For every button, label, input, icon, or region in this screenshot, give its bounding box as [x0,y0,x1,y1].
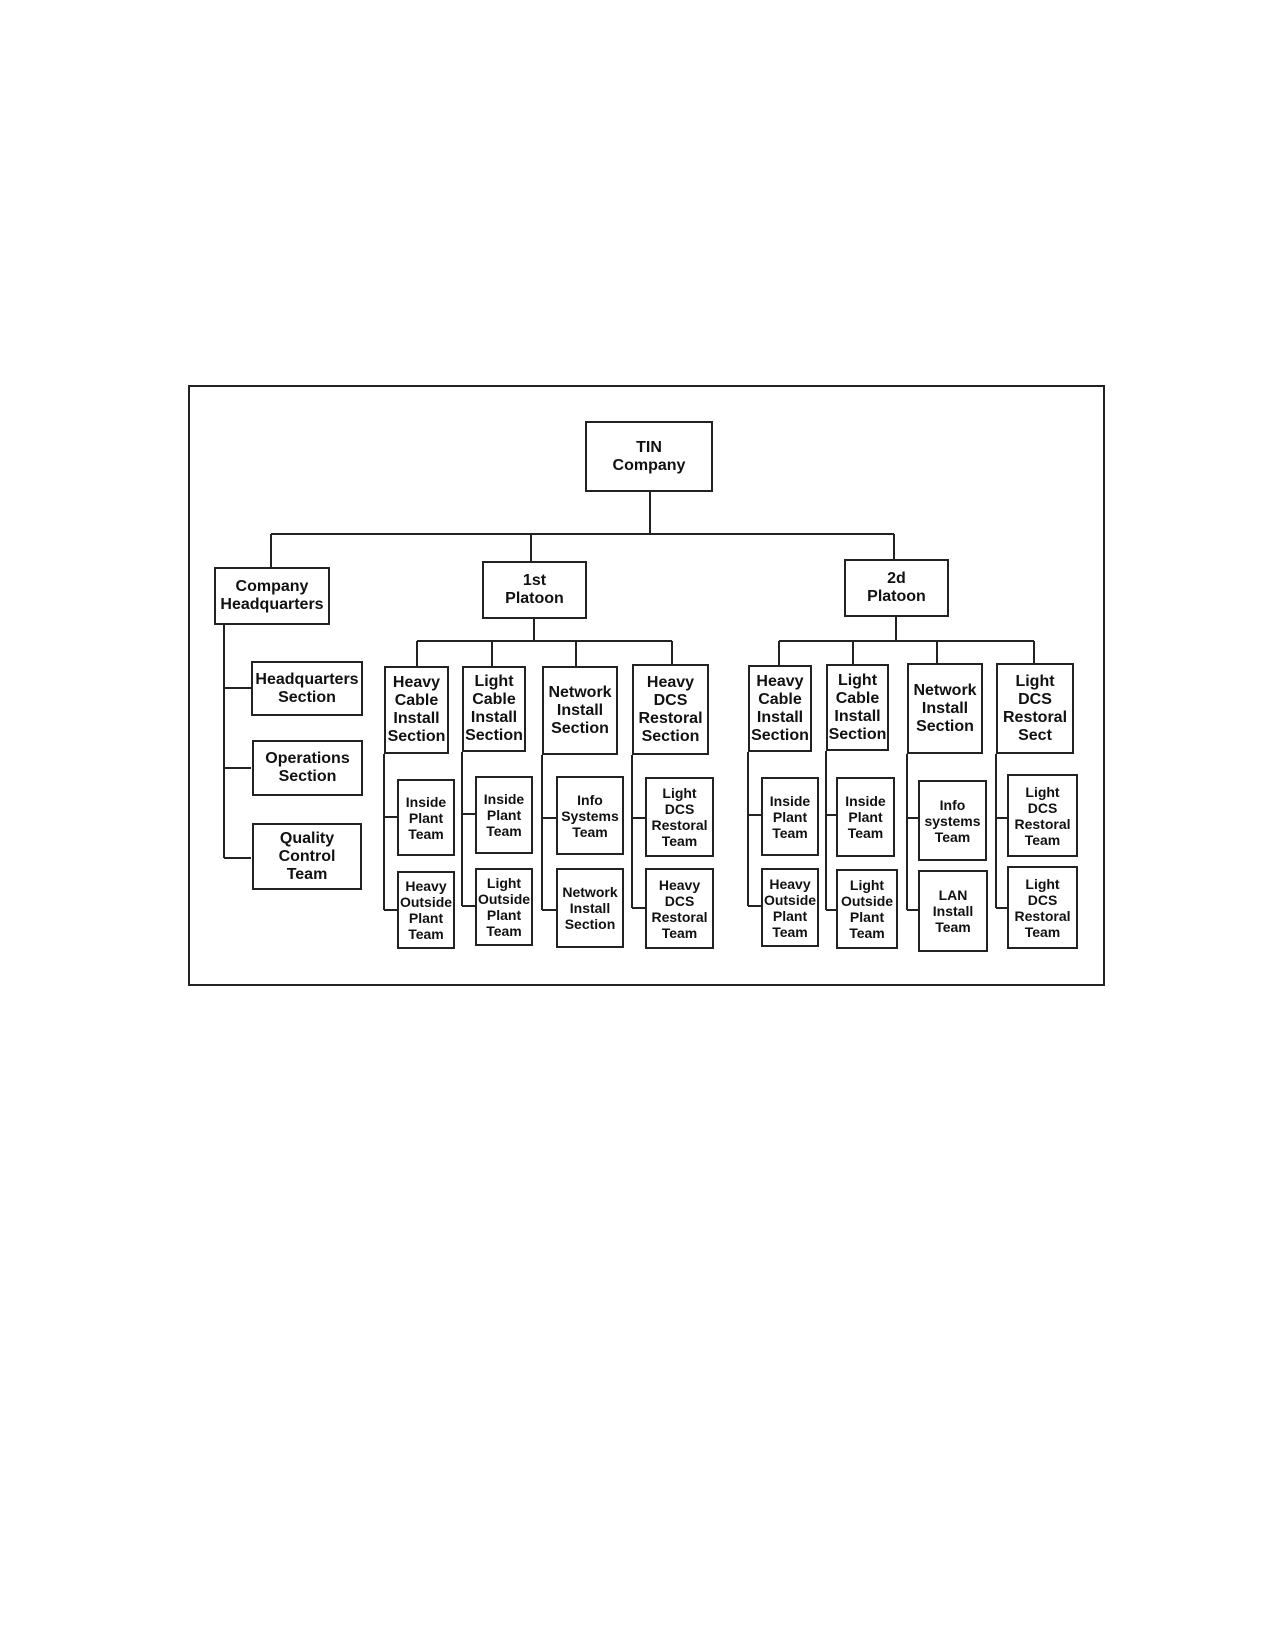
team-label: Light DCS Restoral Team [651,785,708,849]
section-label: Light DCS Restoral Sect [1002,672,1068,744]
p2-team-inside-plant-1-box: Inside Plant Team [761,777,819,856]
p1-team-heavy-outside-plant-box: Heavy Outside Plant Team [397,871,455,949]
team-label: LAN Install Team [932,887,974,935]
section-label: Network Install Section [913,681,977,735]
team-label: Inside Plant Team [845,793,886,841]
team-label: Inside Plant Team [483,791,525,839]
p1-section-network-install-box: Network Install Section [542,666,618,755]
platoon-2d-label: 2d Platoon [867,570,926,605]
p2-section-heavy-cable-box: Heavy Cable Install Section [748,665,812,752]
section-label: Heavy Cable Install Section [387,674,446,745]
p2-team-inside-plant-2-box: Inside Plant Team [836,777,895,857]
team-label: Heavy Outside Plant Team [763,875,817,940]
section-label: Heavy DCS Restoral Section [638,673,703,745]
p1-section-heavy-dcs-box: Heavy DCS Restoral Section [632,664,709,755]
team-label: Inside Plant Team [405,793,447,842]
p1-team-inside-plant-2-box: Inside Plant Team [475,776,533,854]
team-label: Light DCS Restoral Team [1014,875,1071,940]
team-label: Light Outside Plant Team [840,877,894,941]
diagram-frame [188,385,1105,986]
p2-section-light-dcs-box: Light DCS Restoral Sect [996,663,1074,754]
headquarters-section-label: Headquarters Section [255,670,359,706]
section-label: Heavy Cable Install Section [751,672,809,744]
team-label: Info Systems Team [561,791,619,840]
p2-team-info-systems-box: Info systems Team [918,780,987,861]
section-label: Light Cable Install Section [828,671,887,743]
p2-team-light-dcs-restoral-1-box: Light DCS Restoral Team [1007,774,1078,857]
platoon-2d-box: 2d Platoon [844,559,949,617]
operations-section-label: Operations Section [265,750,350,785]
team-label: Heavy Outside Plant Team [399,878,453,942]
p1-team-network-install-box: Network Install Section [556,868,624,948]
p1-team-heavy-dcs-restoral-box: Heavy DCS Restoral Team [645,868,714,949]
section-label: Light Cable Install Section [465,673,523,744]
team-label: Heavy DCS Restoral Team [651,876,708,941]
p2-team-light-dcs-restoral-2-box: Light DCS Restoral Team [1007,866,1078,949]
p1-team-light-outside-plant-box: Light Outside Plant Team [475,868,533,946]
team-label: Light Outside Plant Team [477,875,531,939]
platoon-1st-box: 1st Platoon [482,561,587,619]
company-headquarters-label: Company Headquarters [220,578,324,613]
p2-section-light-cable-box: Light Cable Install Section [826,664,889,751]
p2-section-network-install-box: Network Install Section [907,663,983,754]
p1-team-info-systems-box: Info Systems Team [556,776,624,855]
operations-section-box: Operations Section [252,740,363,796]
p1-team-light-dcs-restoral-box: Light DCS Restoral Team [645,777,714,857]
team-label: Light DCS Restoral Team [1014,783,1071,848]
p2-team-light-outside-plant-box: Light Outside Plant Team [836,869,898,949]
p1-section-heavy-cable-box: Heavy Cable Install Section [384,666,449,754]
p2-team-lan-install-box: LAN Install Team [918,870,988,952]
team-label: Inside Plant Team [769,792,811,841]
p1-team-inside-plant-1-box: Inside Plant Team [397,779,455,856]
section-label: Network Install Section [548,683,612,737]
p2-team-heavy-outside-plant-box: Heavy Outside Plant Team [761,868,819,947]
tin-company-label: TIN Company [612,438,686,474]
headquarters-section-box: Headquarters Section [251,661,363,716]
team-label: Network Install Section [562,884,618,932]
platoon-1st-label: 1st Platoon [505,572,564,607]
quality-control-team-box: Quality Control Team [252,823,362,890]
quality-control-team-label: Quality Control Team [278,829,336,883]
tin-company-box: TIN Company [585,421,713,492]
team-label: Info systems Team [924,796,981,845]
company-headquarters-box: Company Headquarters [214,567,330,625]
p1-section-light-cable-box: Light Cable Install Section [462,666,526,752]
